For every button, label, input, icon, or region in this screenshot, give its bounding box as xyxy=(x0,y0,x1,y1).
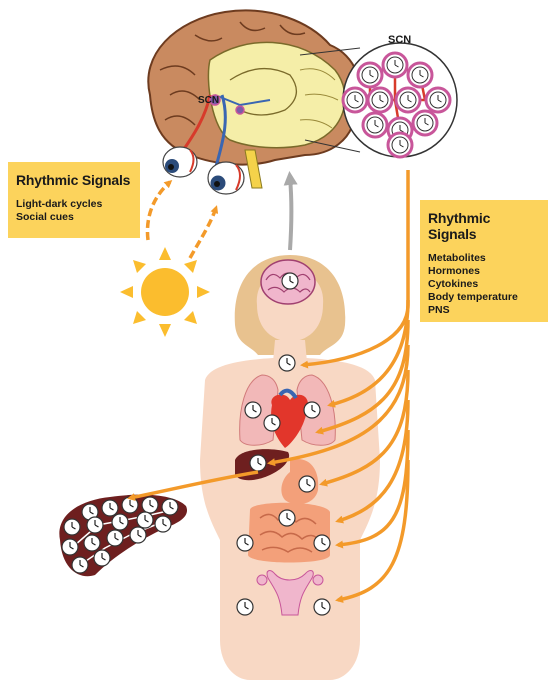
brain-signal-arrow xyxy=(283,171,298,251)
uterus-icon xyxy=(256,570,324,616)
rhythmic-signals-box-external: Rhythmic Signals Light-dark cycles Socia… xyxy=(8,162,140,238)
eye-icon xyxy=(207,161,245,195)
rhythmic-signals-box-internal: Rhythmic Signals Metabolites Hormones Cy… xyxy=(420,200,548,322)
liver-icon xyxy=(59,494,188,577)
scn-label-zoom: SCN xyxy=(388,34,411,46)
sun-icon xyxy=(120,247,210,337)
signal-item: Light-dark cycles xyxy=(16,198,103,210)
signal-item: Metabolites xyxy=(428,252,486,264)
heart-icon xyxy=(271,388,309,448)
signal-arrows xyxy=(127,170,410,603)
signal-item: Hormones xyxy=(428,265,480,277)
signal-item: Cytokines xyxy=(428,278,479,290)
signal-item: Social cues xyxy=(16,211,74,223)
brain-icon xyxy=(147,9,362,189)
scn-label-brain: SCN xyxy=(198,95,219,106)
box-title: Rhythmic Signals xyxy=(428,210,491,242)
signal-item: Body temperature xyxy=(428,291,518,303)
eye-icon xyxy=(162,146,198,178)
box-title: Rhythmic Signals xyxy=(16,172,131,188)
signal-item: PNS xyxy=(428,304,450,316)
scn-cell-cluster xyxy=(341,42,458,159)
